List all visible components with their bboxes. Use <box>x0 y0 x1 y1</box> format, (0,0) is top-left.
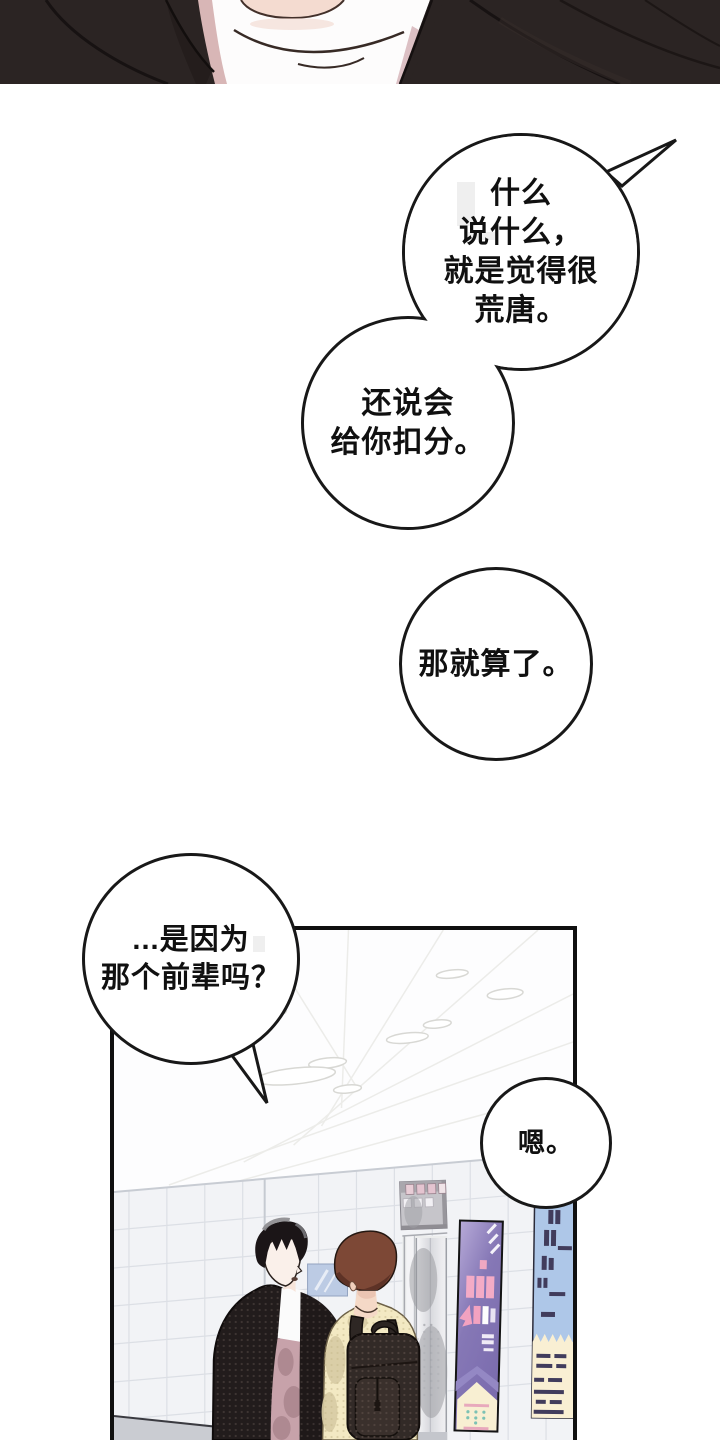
floor-under-door <box>402 1432 448 1440</box>
left-man-mouth <box>291 1277 298 1281</box>
speech-bubble-5-text: 嗯。 <box>480 1126 612 1160</box>
speech-bubble-3 <box>399 567 593 761</box>
jacket-lining-left <box>198 0 227 84</box>
ghost-text-artifact <box>457 182 475 226</box>
speech-bubble-2-text: 还说会 给你扣分。 <box>301 384 515 462</box>
shadow-blobs <box>404 1196 448 1418</box>
speech-bubble-3-text: 那就算了。 <box>399 645 593 684</box>
speech-bubble-1-text: 什么 说什么， 就是觉得很 荒唐。 <box>402 174 640 330</box>
torso-artwork <box>0 0 720 88</box>
collar-line <box>233 28 405 54</box>
neck-skin <box>241 0 344 18</box>
poster-blue-glyphs <box>533 1209 572 1415</box>
bubble-4-line-2: 那个前辈吗？ <box>100 962 281 994</box>
speech-bubble-5 <box>480 1077 612 1209</box>
character-right <box>321 1230 421 1440</box>
ghost-text-artifact <box>253 936 265 952</box>
bubble-1-line-3: 就是觉得很 <box>443 255 599 288</box>
bubble-1-line-1: 什么 <box>490 177 552 210</box>
panel-torso-closeup <box>0 0 720 88</box>
speech-bubble-4 <box>82 853 300 1065</box>
bubble-2-line-2: 给你扣分。 <box>330 426 486 459</box>
bubble-5-line-1: 嗯。 <box>518 1128 574 1158</box>
left-man-tshirt <box>277 1288 304 1342</box>
left-man-hair <box>255 1221 308 1268</box>
bubble-1-line-2: 说什么， <box>459 216 583 249</box>
jacket-lining-right <box>396 26 419 84</box>
bubble-3-line-1: 那就算了。 <box>418 648 574 681</box>
bubble-4-line-1: ...是因为 <box>132 924 250 956</box>
right-man-necklace <box>354 1305 378 1313</box>
right-man-ear <box>349 1281 357 1292</box>
bubble-2-line-1: 还说会 <box>361 387 455 420</box>
poster-purple <box>453 1219 504 1433</box>
poster-blue <box>530 1200 573 1420</box>
ghost-text-artifact <box>468 232 496 240</box>
speech-bubble-4-text: ...是因为 那个前辈吗？ <box>82 921 300 997</box>
speech-bubble-1-fill <box>405 136 637 368</box>
right-man-backpack <box>346 1315 421 1440</box>
bubble-1-line-4: 荒唐。 <box>474 294 568 327</box>
